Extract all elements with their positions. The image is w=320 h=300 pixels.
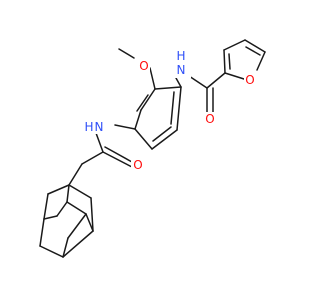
bond-adamantane-12 [62, 237, 69, 258]
atom-label-carbonyl-o-top: O [205, 112, 214, 126]
atom-label-h-left: H [84, 120, 93, 134]
bond-adamantane-13 [67, 213, 87, 239]
atom-label-carbonyl-o-left: O [133, 158, 142, 172]
bond-adamantane-7 [56, 201, 68, 217]
atom-label-furan-o: O [245, 73, 254, 87]
bond-carbonyl-o-left-1 [102, 151, 133, 168]
atom-label-n-top: N [177, 63, 186, 77]
label-bg-carbonyl-o-top [203, 112, 217, 126]
bond-adamantane-6 [66, 201, 87, 215]
label-bg-nh-top [173, 60, 191, 78]
bond-ch2-adamantyl [68, 163, 83, 186]
bond-ring-nh-left [114, 124, 136, 130]
bond-adamantane-2 [68, 184, 92, 199]
atom-label-n-left: N [95, 120, 104, 134]
bond-adamantane-3 [66, 184, 70, 203]
bond-furan-o-c2 [224, 72, 245, 80]
bond-furan-c4-c5-inner [245, 46, 261, 56]
chemical-structure-diagram: O N H O O H N O [39, 39, 266, 258]
bond-adamantane-5 [90, 197, 94, 232]
atom-label-methoxy-o: O [139, 59, 148, 73]
label-bg-furan-o [244, 73, 256, 87]
bond-o-ring [149, 67, 156, 90]
bond-ring-c6-c6-inner [136, 94, 149, 112]
bond-ring-c3-c2 [176, 86, 182, 131]
bond-carbonyl-o-left-2 [104, 146, 133, 163]
atom-label-h-top: H [176, 49, 185, 63]
bond-ring-c1-c2 [154, 86, 182, 90]
bond-adamantane-14 [85, 213, 94, 232]
atom-labels: O N H O O H N O [84, 49, 256, 172]
bonds [39, 39, 266, 258]
bond-ring-c4-c3 [151, 129, 178, 150]
bond-ring-c6-c5 [134, 109, 142, 130]
bond-ring-c5-c4 [134, 128, 153, 150]
bond-adamantane-10 [39, 245, 64, 258]
bond-furan-c3-c4 [223, 39, 246, 51]
bond-adamantane-4 [43, 193, 49, 220]
label-bg-methoxy-o [138, 59, 150, 73]
bond-carbonyl-ch2 [81, 151, 104, 165]
bond-carbonyl-furan [206, 72, 226, 89]
bond-adamantane-8 [43, 215, 58, 220]
bond-nh-carbonyl-left [95, 132, 104, 153]
bond-ring-nh-top [175, 77, 182, 88]
bond-methyl-o [118, 48, 135, 59]
bond-adamantane-1 [47, 184, 70, 195]
bond-furan-c4-c5 [244, 39, 266, 53]
bond-furan-c2-c3 [223, 49, 226, 74]
bond-ring-c4-c3-inner [152, 126, 172, 142]
label-bg-carbonyl-o-left [131, 158, 145, 172]
label-bg-nh-left [84, 120, 110, 134]
bond-ring-c1-c6 [140, 88, 156, 111]
bond-adamantane-11 [62, 230, 94, 258]
bond-adamantane-9 [39, 218, 45, 247]
bond-furan-c5-o [256, 51, 266, 71]
bond-furan-c2-c3-inner [228, 53, 231, 70]
bond-ring-c2-c2-inner [170, 91, 175, 125]
